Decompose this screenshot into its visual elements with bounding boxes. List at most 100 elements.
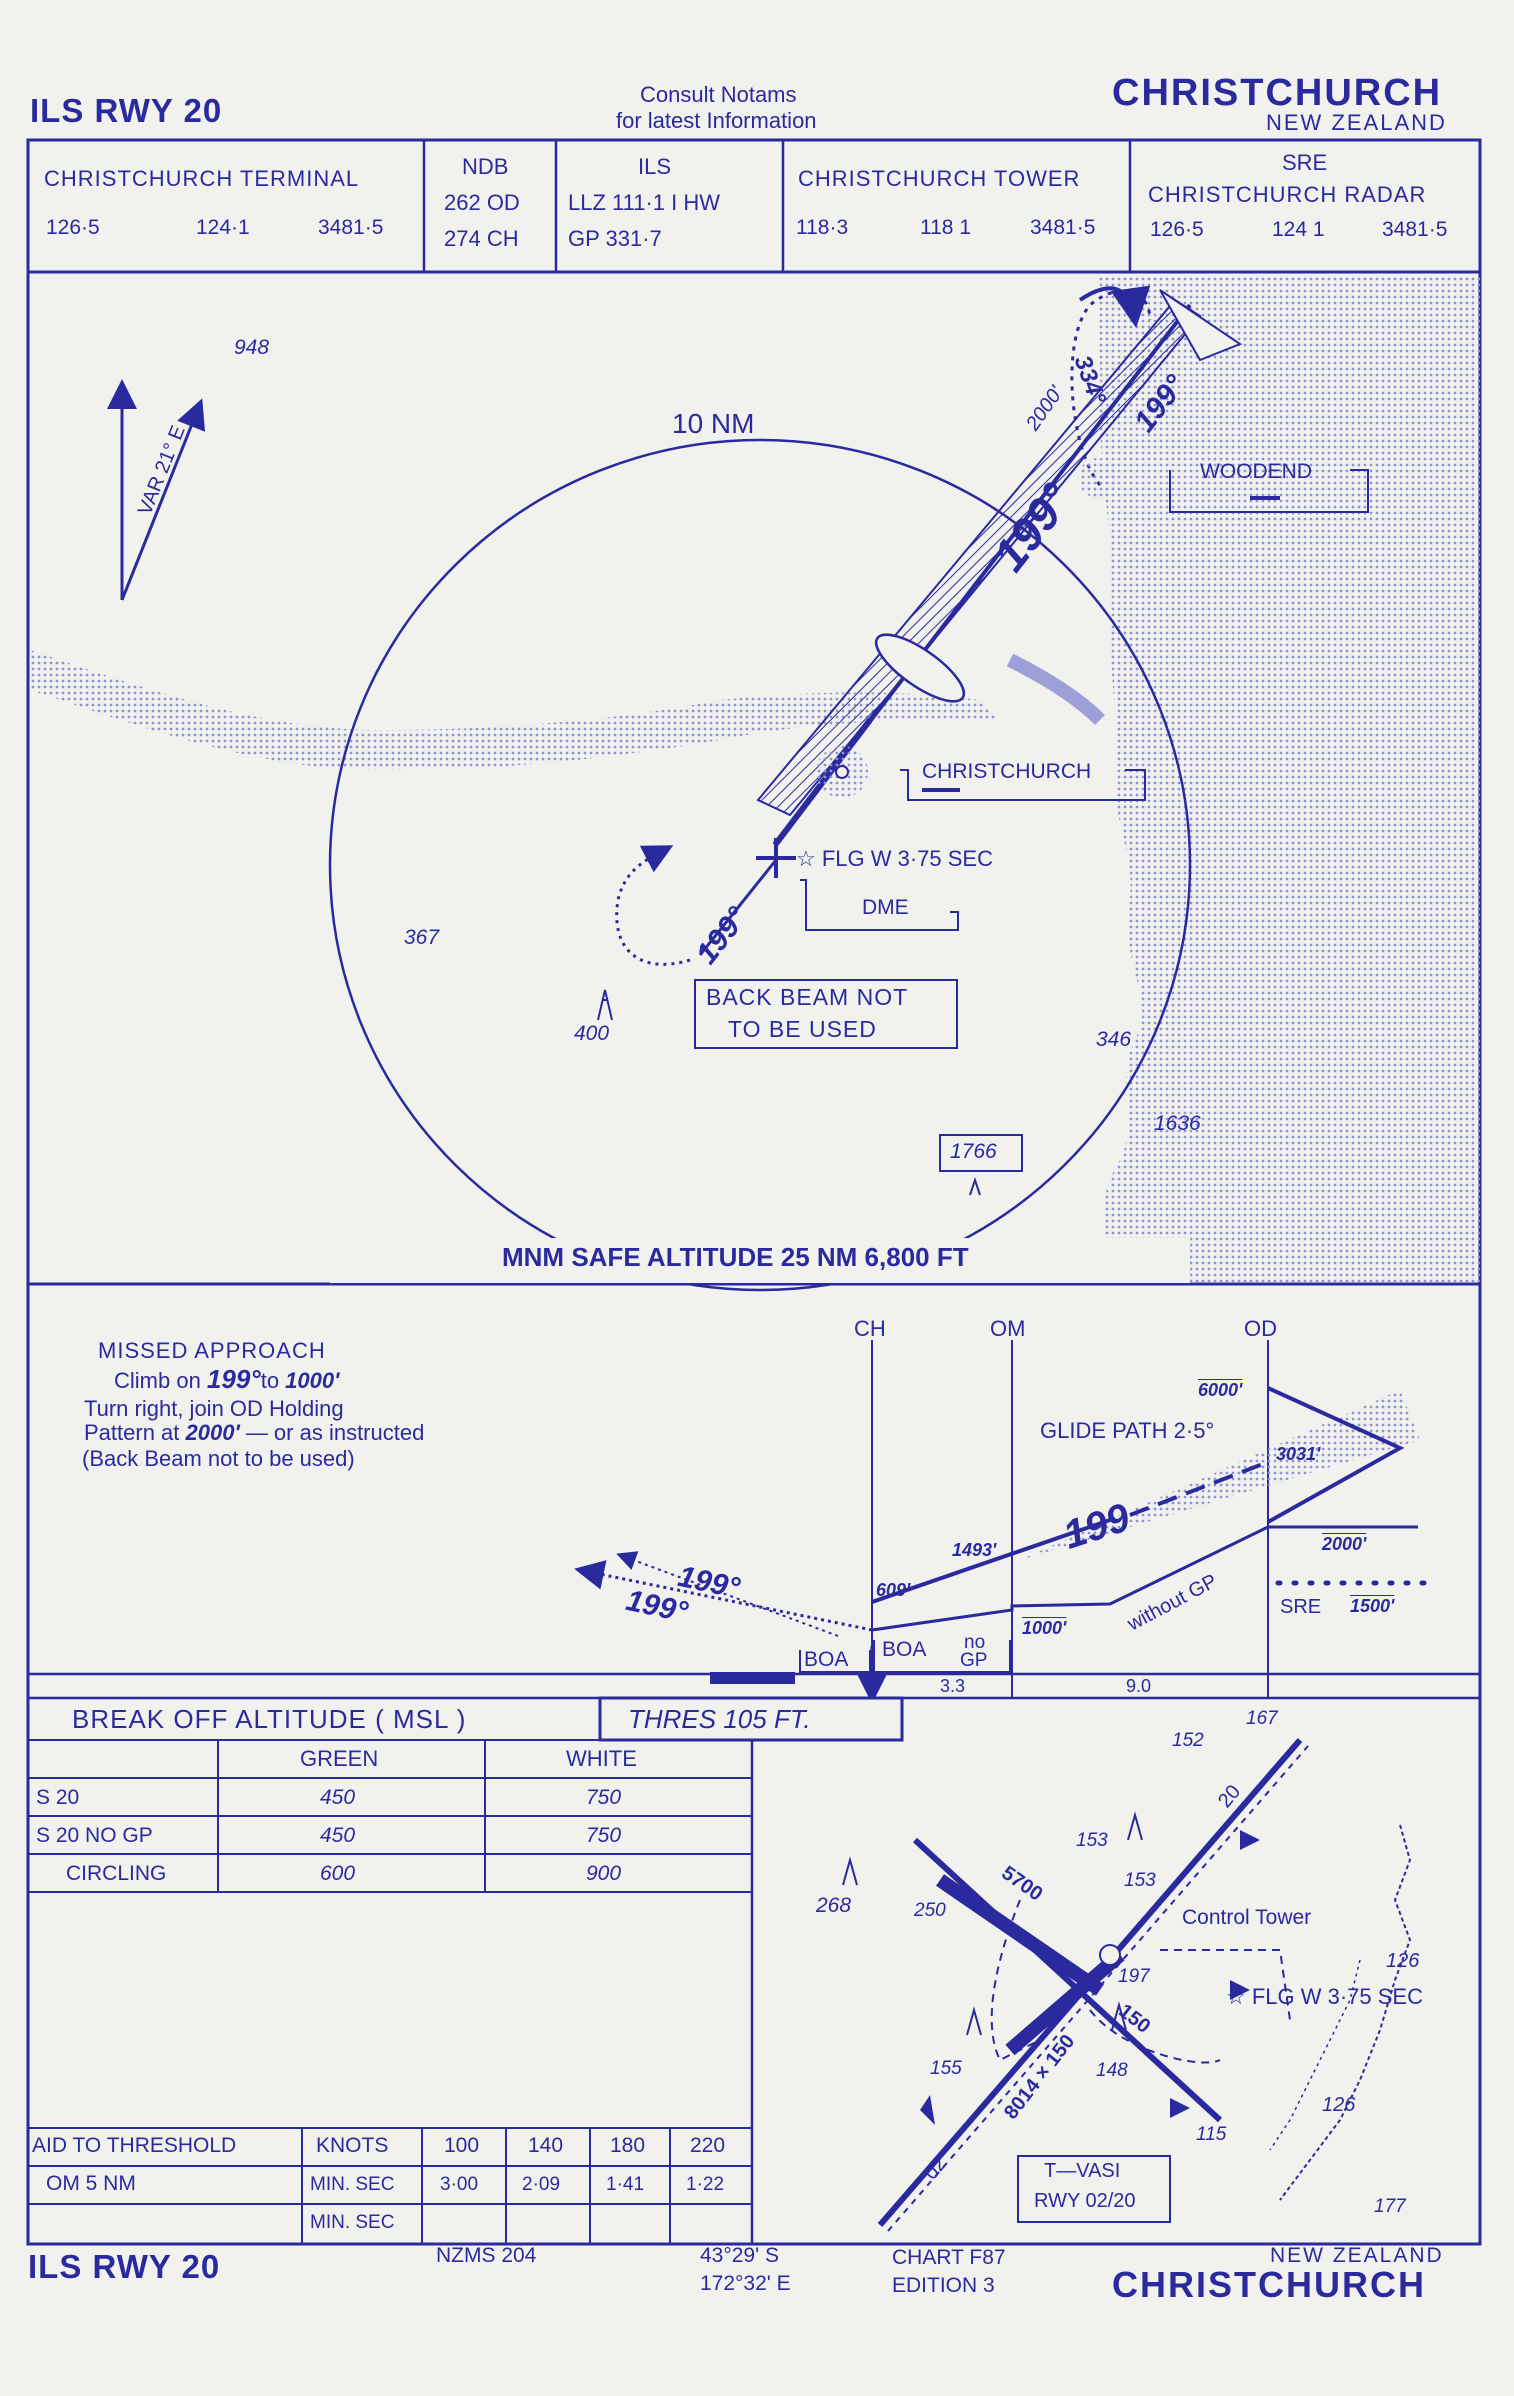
elev-948: 948 [234, 336, 270, 359]
glide-path-label: GLIDE PATH 2·5° [1040, 1418, 1215, 1443]
control-tower-label: Control Tower [1182, 1906, 1312, 1929]
ndb-line-2: 274 CH [444, 226, 519, 251]
dme-label: DME [862, 896, 909, 919]
fix-ch: CH [854, 1316, 886, 1341]
minima-title: BREAK OFF ALTITUDE ( MSL ) [72, 1704, 467, 1734]
minima-row-label: CIRCLING [66, 1862, 167, 1885]
timing-header-aid: AID TO THRESHOLD [32, 2134, 237, 2157]
timing-header-knots: KNOTS [316, 2134, 389, 2157]
threshold-elev: THRES 105 FT. [628, 1704, 811, 1734]
ils-line-2: GP 331·7 [568, 226, 662, 251]
elev-152: 152 [1172, 1730, 1204, 1751]
elev-1766: 1766 [950, 1140, 997, 1163]
footer-country: NEW ZEALAND [1270, 2244, 1444, 2267]
fix-om: OM [990, 1316, 1026, 1341]
footer-edition: EDITION 3 [892, 2274, 995, 2297]
back-beam-line-1: BACK BEAM NOT [706, 984, 909, 1010]
elev-346: 346 [1096, 1028, 1132, 1051]
country-name: NEW ZEALAND [1266, 110, 1447, 135]
minima-row-green: 600 [320, 1862, 356, 1885]
timing-header-100: 100 [444, 2134, 480, 2157]
city-name: CHRISTCHURCH [1112, 72, 1443, 114]
timing-header-140: 140 [528, 2134, 564, 2157]
elev-155: 155 [930, 2058, 962, 2079]
minima-row-label: S 20 NO GP [36, 1824, 153, 1847]
elev-400: 400 [574, 1022, 610, 1045]
elev-268: 268 [816, 1894, 852, 1917]
radar-title-2: CHRISTCHURCH RADAR [1148, 182, 1427, 207]
elev-148: 148 [1096, 2060, 1128, 2081]
footer-chart: CHART F87 [892, 2246, 1006, 2269]
radar-freq-3: 3481·5 [1382, 218, 1448, 241]
dist-9-0: 9.0 [1126, 1676, 1152, 1696]
footer-city: CHRISTCHURCH [1112, 2264, 1426, 2305]
radar-title-1: SRE [1282, 150, 1328, 175]
elev-250: 250 [914, 1900, 946, 1921]
timing-row-140: 2·09 [522, 2174, 561, 2195]
terminal-freq-3: 3481·5 [318, 216, 384, 239]
chart-title: ILS RWY 20 [30, 92, 223, 129]
timing-header-220: 220 [690, 2134, 726, 2157]
tower-title: CHRISTCHURCH TOWER [798, 166, 1081, 191]
tower-freq-1: 118·3 [796, 216, 849, 239]
christchurch-fix-label: CHRISTCHURCH [922, 760, 1092, 783]
flg-aerodrome: ☆ FLG W 3·75 SEC [1226, 1984, 1423, 2009]
dist-3-3: 3.3 [940, 1676, 966, 1696]
minima-row-label: S 20 [36, 1786, 80, 1809]
timing-row2-unit: MIN. SEC [310, 2212, 395, 2233]
tvasi-line-2: RWY 02/20 [1034, 2190, 1136, 2212]
notams-line-1: Consult Notams [640, 82, 797, 107]
elev-115: 115 [1196, 2124, 1227, 2145]
elev-367: 367 [404, 926, 440, 949]
ring-label: 10 NM [672, 408, 755, 439]
ils-title: ILS [638, 154, 672, 179]
terminal-freq-2: 124·1 [196, 216, 250, 239]
missed-line-4: (Back Beam not to be used) [82, 1446, 355, 1471]
footer-lat: 43°29' S [700, 2244, 779, 2267]
minima-row-green: 450 [320, 1824, 356, 1847]
fix-od: OD [1244, 1316, 1277, 1341]
timing-row-aid: OM 5 NM [46, 2172, 136, 2195]
elev-153-a: 153 [1076, 1830, 1108, 1851]
alt-1500: 1500' [1350, 1596, 1395, 1616]
timing-row-180: 1·41 [606, 2174, 645, 2195]
tvasi-line-1: T—VASI [1044, 2160, 1121, 2182]
elev-167: 167 [1246, 1708, 1278, 1729]
msa-label: MNM SAFE ALTITUDE 25 NM 6,800 FT [502, 1242, 969, 1272]
ils-line-1: LLZ 111·1 I HW [568, 190, 721, 215]
minima-header-green: GREEN [300, 1746, 379, 1771]
notams-line-2: for latest Information [616, 108, 817, 133]
boa-1: BOA [804, 1648, 849, 1671]
flg-plan: ☆ FLG W 3·75 SEC [796, 846, 993, 871]
elev-153-b: 153 [1124, 1870, 1156, 1891]
alt-1493: 1493' [952, 1540, 997, 1560]
minima-row-green: 450 [320, 1786, 356, 1809]
minima-row-white: 900 [586, 1862, 622, 1885]
alt-2000: 2000' [1322, 1534, 1367, 1554]
timing-row-unit: MIN. SEC [310, 2174, 395, 2195]
elev-197: 197 [1118, 1966, 1150, 1987]
alt-3031: 3031' [1276, 1444, 1321, 1464]
timing-row-220: 1·22 [686, 2174, 725, 2195]
terminal-freq-1: 126·5 [46, 216, 100, 239]
tower-freq-3: 3481·5 [1030, 216, 1096, 239]
elev-1636: 1636 [1154, 1112, 1201, 1135]
footer-title: ILS RWY 20 [28, 2248, 221, 2285]
missed-line-2: Turn right, join OD Holding [84, 1396, 344, 1421]
terminal-title: CHRISTCHURCH TERMINAL [44, 166, 360, 191]
back-beam-line-2: TO BE USED [728, 1016, 877, 1042]
missed-title: MISSED APPROACH [98, 1338, 326, 1363]
alt-6000: 6000' [1198, 1380, 1243, 1400]
boa-2: BOA [882, 1638, 927, 1661]
no-gp-1: no [964, 1632, 986, 1653]
tower-freq-2: 118 1 [920, 216, 971, 239]
radar-freq-2: 124 1 [1272, 218, 1325, 241]
footer-nzms: NZMS 204 [436, 2244, 537, 2267]
minima-row-white: 750 [586, 1786, 622, 1809]
missed-line-1: Climb on 199°to 1000' [114, 1364, 340, 1394]
timing-row-100: 3·00 [440, 2174, 479, 2195]
sre-label: SRE [1280, 1596, 1322, 1618]
alt-1000: 1000' [1022, 1618, 1067, 1638]
elev-177: 177 [1374, 2196, 1406, 2217]
